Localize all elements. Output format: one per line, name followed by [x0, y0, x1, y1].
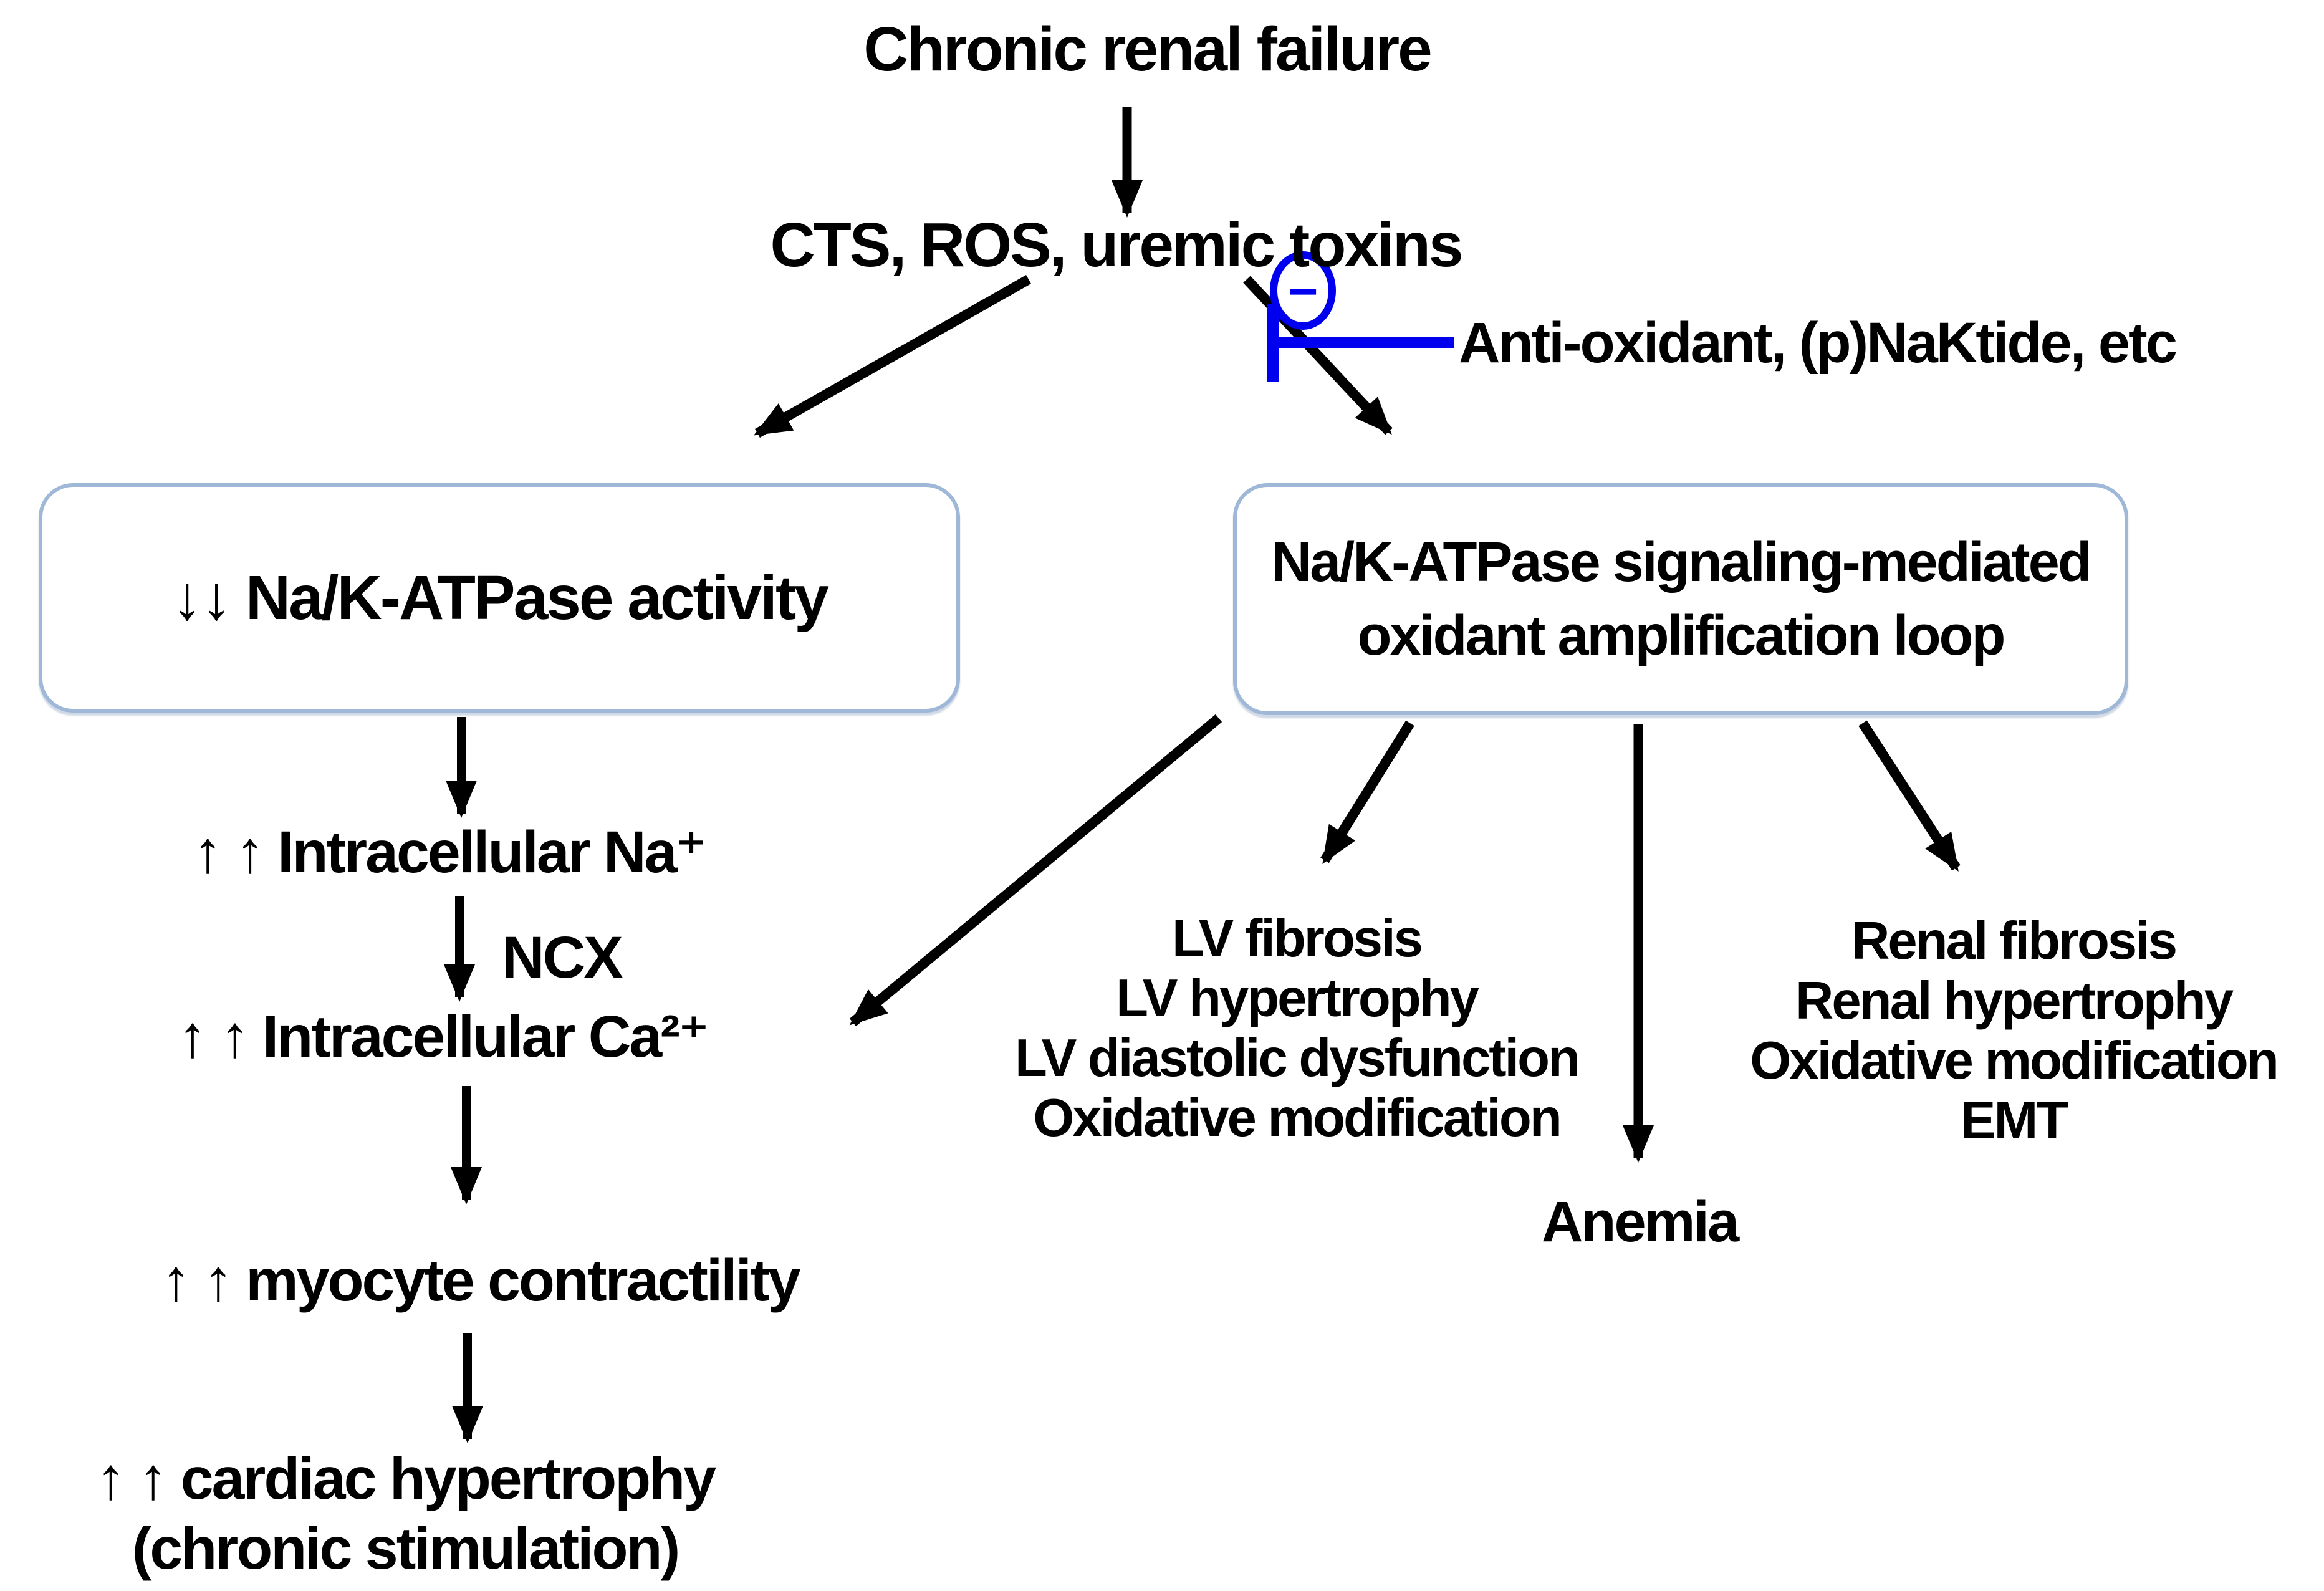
node-cardiac-hypertrophy: ↑ ↑ cardiac hypertrophy (chronic stimula…	[6, 1444, 804, 1584]
lv-outcomes-list: LV fibrosis LV hypertrophy LV diastolic …	[954, 909, 1640, 1148]
inhibition-minus-icon: −	[1287, 262, 1318, 320]
node-myocyte-contractility: ↑ ↑ myocyte contractility	[161, 1247, 800, 1314]
lv-outcome-item: Oxidative modification	[1033, 1089, 1562, 1148]
renal-outcomes-list: Renal fibrosis Renal hypertrophy Oxidati…	[1671, 911, 2324, 1151]
cardiac-line1: ↑ ↑ cardiac hypertrophy	[95, 1446, 716, 1512]
lv-outcome-item: LV hypertrophy	[1116, 969, 1479, 1028]
right-box-line1: Na/K-ATPase signaling-mediated	[1271, 531, 2092, 594]
inhibitor-label: Anti-oxidant, (p)NaKtide, etc	[1459, 311, 2178, 375]
node-nak-atpase-activity-box: ↓↓ Na/K-ATPase activity	[39, 483, 960, 713]
right-box-line2: oxidant amplification loop	[1357, 605, 2005, 667]
cardiac-line2: (chronic stimulation)	[132, 1516, 680, 1582]
renal-outcome-item: EMT	[1960, 1091, 2068, 1150]
arrow-mediators-to-left-box	[753, 275, 1031, 438]
inhibition-circle	[1270, 251, 1336, 330]
node-intracellular-ca: ↑ ↑ Intracellular Ca²⁺	[178, 1004, 709, 1070]
node-signaling-loop-box: Na/K-ATPase signaling-mediated oxidant a…	[1233, 483, 2128, 715]
arrow-rightbox-to-renal-outcomes	[1858, 720, 1961, 872]
ncx-label: NCX	[502, 925, 623, 991]
arrow-rightbox-to-lv-outcomes	[1320, 720, 1414, 864]
renal-outcome-item: Oxidative modification	[1750, 1031, 2279, 1090]
left-box-text: ↓↓ Na/K-ATPase activity	[171, 562, 829, 633]
node-chronic-renal-failure: Chronic renal failure	[863, 14, 1432, 84]
node-cts-ros-uremic-toxins: CTS, ROS, uremic toxins	[770, 210, 1463, 280]
inhibition-icon: −	[1267, 251, 1454, 382]
node-anemia: Anemia	[1541, 1190, 1739, 1254]
arrow-rightbox-to-ca	[849, 714, 1222, 1027]
lv-outcome-item: LV diastolic dysfunction	[1014, 1029, 1580, 1088]
renal-outcome-item: Renal hypertrophy	[1795, 971, 2234, 1031]
renal-outcome-item: Renal fibrosis	[1851, 911, 2178, 971]
lv-outcome-item: LV fibrosis	[1172, 909, 1423, 968]
node-intracellular-na: ↑ ↑ Intracellular Na⁺	[193, 819, 706, 885]
